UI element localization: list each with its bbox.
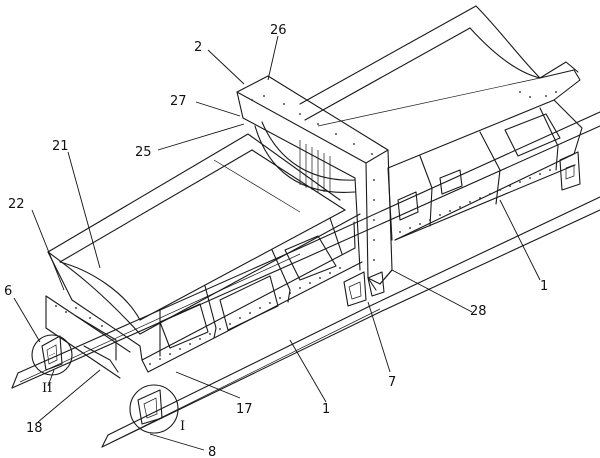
detail-circle-I <box>129 384 179 434</box>
label-27: 27 <box>170 94 187 109</box>
bracket-28 <box>367 271 385 297</box>
label-2: 2 <box>194 40 202 55</box>
leader-lines <box>13 35 541 451</box>
label-21: 21 <box>52 139 69 154</box>
label-1-rear: 1 <box>540 279 548 294</box>
label-18: 18 <box>26 421 43 436</box>
rail-rear <box>101 196 600 448</box>
gantry-rivets <box>251 95 375 261</box>
gantry-frame <box>236 75 393 291</box>
label-26: 26 <box>270 23 287 38</box>
rear-rivets <box>399 91 557 233</box>
label-7: 7 <box>388 375 396 390</box>
label-25: 25 <box>135 145 152 160</box>
label-6: 6 <box>4 284 12 299</box>
label-8: 8 <box>208 445 216 458</box>
label-II: II <box>42 381 52 396</box>
label-17: 17 <box>236 402 253 417</box>
label-I: I <box>180 419 185 434</box>
rear-trough-section <box>299 5 583 241</box>
label-22: 22 <box>8 197 25 212</box>
front-rivets <box>55 267 341 365</box>
bracket-I <box>137 389 163 425</box>
label-1-front: 1 <box>322 402 330 417</box>
bracket-7 <box>343 271 367 307</box>
label-28: 28 <box>470 304 487 319</box>
bracket-6 <box>41 335 63 371</box>
